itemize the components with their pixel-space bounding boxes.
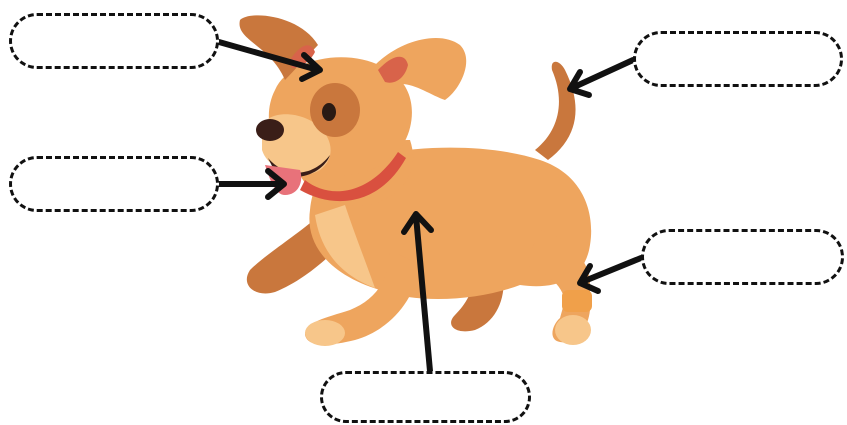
- dog-nose: [256, 119, 284, 141]
- dog-leg-band: [562, 290, 592, 312]
- label-box-ear[interactable]: [9, 13, 219, 69]
- dog-back-paw: [555, 315, 591, 345]
- label-box-body[interactable]: [320, 371, 531, 423]
- label-box-tongue[interactable]: [9, 156, 219, 212]
- dog-tail: [535, 62, 576, 160]
- dog-front-paw: [305, 320, 345, 346]
- label-box-tail[interactable]: [633, 31, 843, 87]
- label-box-paw[interactable]: [641, 229, 844, 285]
- dog-eye: [322, 103, 336, 121]
